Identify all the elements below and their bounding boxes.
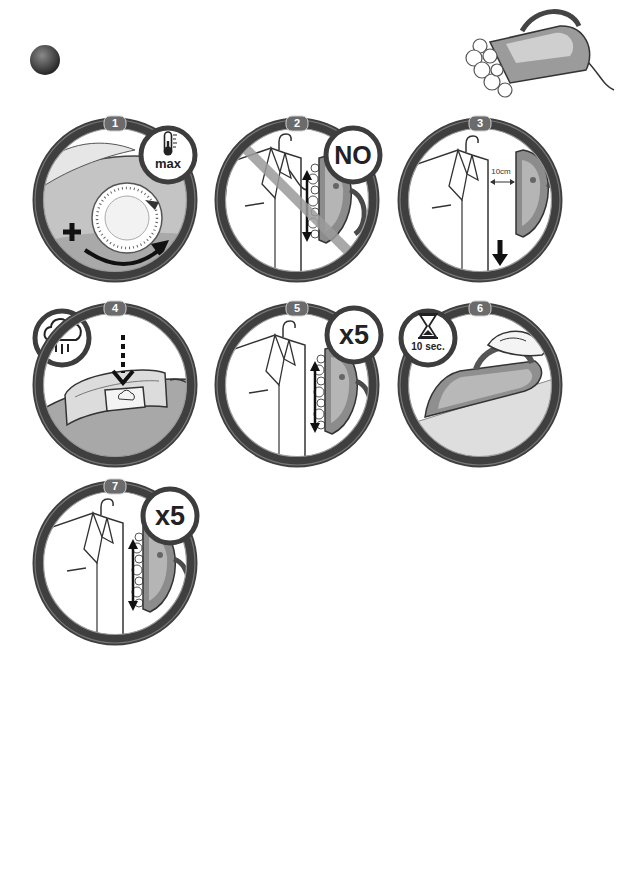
panel-ring [396,116,564,284]
badge-text: max [138,156,198,171]
badge-text: x5 [324,320,384,351]
badge-text: 10 sec. [398,341,458,353]
step-panel: 3 [396,116,564,284]
dimension-label: 10cm [489,167,513,177]
step-panel: 610 sec. [396,301,564,469]
step-panel: 4 [31,301,199,469]
iron-steam-icon [466,12,614,97]
step-number: 4 [31,301,199,316]
step-panel: 1max [31,116,199,284]
section-bullet [30,45,60,75]
panel-ring [31,301,199,469]
step-panel: 2NO [213,116,381,284]
badge-text: NO [323,141,383,170]
step-panel: 7x5 [31,479,199,647]
badge-circle: NO [323,125,383,185]
badge-circle: x5 [140,486,200,546]
badge-circle: max [138,125,198,185]
badge-text: x5 [140,501,200,532]
step-number: 3 [396,116,564,131]
badge-circle: 10 sec. [398,308,458,368]
badge-outline [138,125,198,185]
badge-outline [398,308,458,368]
step-panel: 5x5 [213,301,381,469]
badge-circle: x5 [324,305,384,365]
